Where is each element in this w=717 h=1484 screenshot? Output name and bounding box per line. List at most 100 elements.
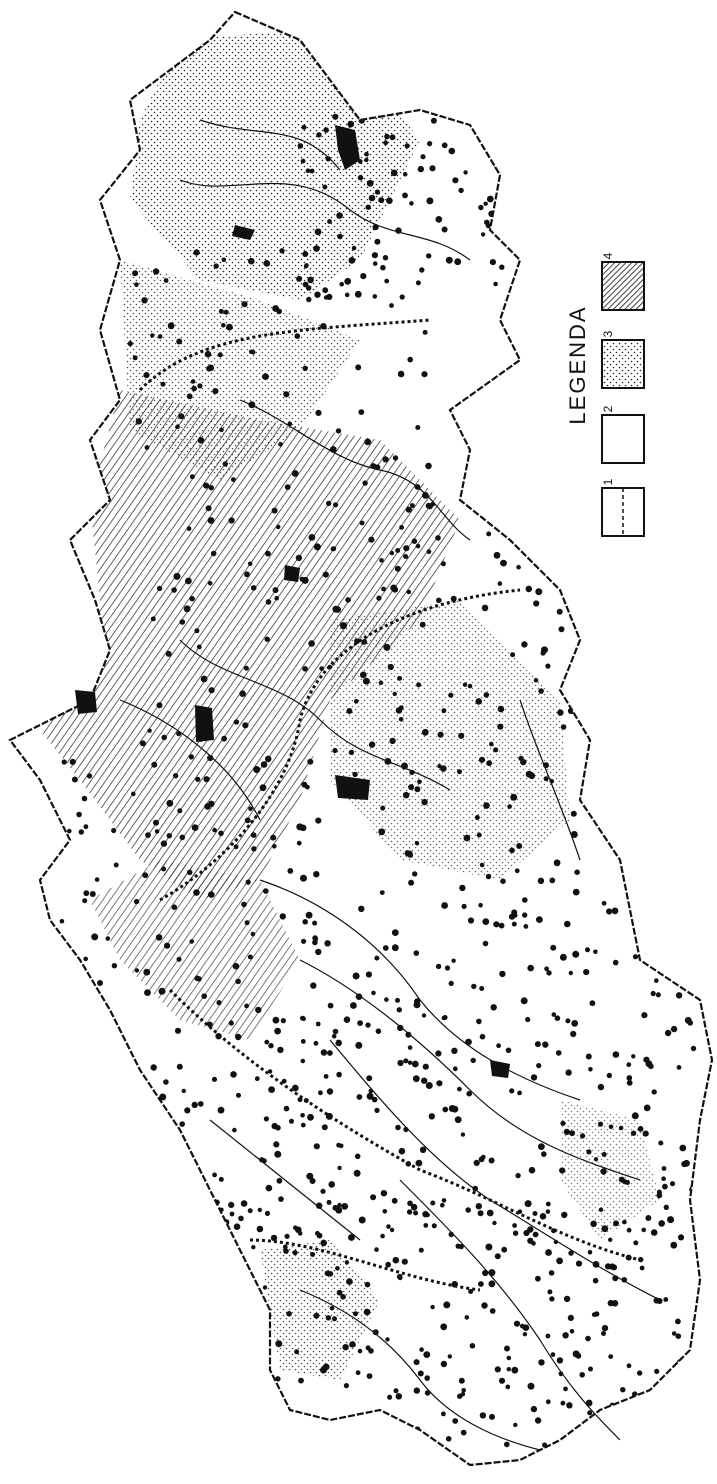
settlement-dot <box>226 1417 233 1424</box>
settlement-dot <box>307 276 314 284</box>
settlement-dot <box>488 1157 495 1164</box>
settlement-dot <box>586 1149 592 1155</box>
settlement-dot <box>217 1447 223 1453</box>
settlement-dot <box>287 421 293 427</box>
settlement-dot <box>374 955 380 961</box>
settlement-dot <box>207 364 215 372</box>
settlement-dot <box>368 536 375 543</box>
settlement-dot <box>183 605 191 613</box>
settlement-dot <box>135 418 142 425</box>
settlement-dot <box>195 776 201 783</box>
settlement-dot <box>61 975 67 981</box>
settlement-dot <box>359 1429 366 1436</box>
settlement-dot <box>316 1232 323 1239</box>
settlement-dot <box>399 294 405 300</box>
settlement-dot <box>585 1399 593 1407</box>
settlement-dot <box>402 192 408 199</box>
settlement-dot <box>248 1449 255 1456</box>
settlement-dot <box>161 1138 167 1145</box>
settlement-dot <box>626 1075 633 1081</box>
settlement-dot <box>570 810 577 817</box>
settlement-dot <box>521 641 528 648</box>
settlement-dot <box>482 940 489 947</box>
settlement-dot <box>641 1012 648 1019</box>
settlement-dot <box>286 1311 292 1317</box>
settlement-dot <box>385 1261 392 1268</box>
settlement-dot <box>347 120 355 128</box>
settlement-dot <box>132 270 139 277</box>
settlement-dot <box>364 1281 371 1288</box>
settlement-dot <box>599 1438 606 1445</box>
settlement-dot <box>234 1263 242 1271</box>
settlement-dot <box>326 293 333 300</box>
settlement-dot <box>392 691 397 697</box>
settlement-dot <box>200 675 208 683</box>
settlement-dot <box>207 517 215 524</box>
settlement-dot <box>407 1060 413 1065</box>
settlement-dot <box>408 879 415 886</box>
settlement-dot <box>365 204 371 210</box>
settlement-dot <box>359 671 367 679</box>
settlement-dot <box>145 832 151 838</box>
settlement-dot <box>105 936 111 941</box>
settlement-dot <box>422 1063 429 1070</box>
settlement-dot <box>186 526 192 531</box>
settlement-dot <box>355 1370 361 1376</box>
settlement-dot <box>500 878 506 884</box>
settlement-dot <box>353 1169 361 1177</box>
settlement-dot <box>277 1046 284 1054</box>
settlement-dot <box>81 795 88 802</box>
settlement-dot <box>613 1220 619 1227</box>
settlement-dot <box>585 1053 592 1060</box>
settlement-dot <box>291 470 299 477</box>
settlement-dot <box>445 256 453 264</box>
settlement-dot <box>471 116 478 122</box>
settlement-dot <box>440 1360 448 1368</box>
settlement-dot <box>574 869 580 875</box>
settlement-dot <box>289 1118 294 1124</box>
settlement-dot <box>324 940 331 947</box>
settlement-dot <box>344 1260 350 1265</box>
settlement-dot <box>362 480 368 486</box>
settlement-dot <box>414 998 421 1005</box>
settlement-dot <box>197 383 203 389</box>
settlement-dot <box>326 500 332 507</box>
settlement-dot <box>83 956 88 962</box>
settlement-dot <box>687 1020 693 1026</box>
settlement-dot <box>380 1233 385 1239</box>
settlement-dot <box>160 1174 165 1180</box>
settlement-dot <box>413 1359 420 1366</box>
settlement-dot <box>522 531 529 538</box>
settlement-dot <box>248 1381 254 1387</box>
settlement-dot <box>371 990 376 996</box>
settlement-dot <box>452 1418 459 1424</box>
settlement-dot <box>397 370 405 378</box>
settlement-dot <box>419 1146 427 1154</box>
settlement-dot <box>351 245 357 251</box>
settlement-dot <box>144 989 151 996</box>
settlement-dot <box>517 1209 523 1214</box>
settlement-dot <box>546 970 552 976</box>
settlement-dot <box>352 972 360 980</box>
settlement-dot <box>198 1101 204 1107</box>
settlement-dot <box>542 1442 548 1448</box>
settlement-dot <box>441 708 447 714</box>
settlement-dot <box>587 1410 593 1416</box>
settlement-dot <box>493 747 499 753</box>
settlement-dot <box>332 605 340 613</box>
settlement-dot <box>588 1438 594 1444</box>
settlement-dot <box>569 1130 575 1137</box>
settlement-dot <box>302 251 309 257</box>
settlement-dot <box>386 197 393 204</box>
settlement-dot <box>406 1209 413 1215</box>
settlement-dot <box>344 292 350 298</box>
settlement-dot <box>253 1371 259 1377</box>
legend-key-4: 4 <box>601 252 615 259</box>
settlement-dot <box>683 982 691 990</box>
settlement-dot <box>329 446 337 453</box>
settlement-dot <box>158 987 166 995</box>
settlement-dot <box>480 232 486 237</box>
settlement-dot <box>421 1013 427 1018</box>
settlement-dot <box>498 1377 506 1384</box>
settlement-dot <box>265 1384 272 1391</box>
